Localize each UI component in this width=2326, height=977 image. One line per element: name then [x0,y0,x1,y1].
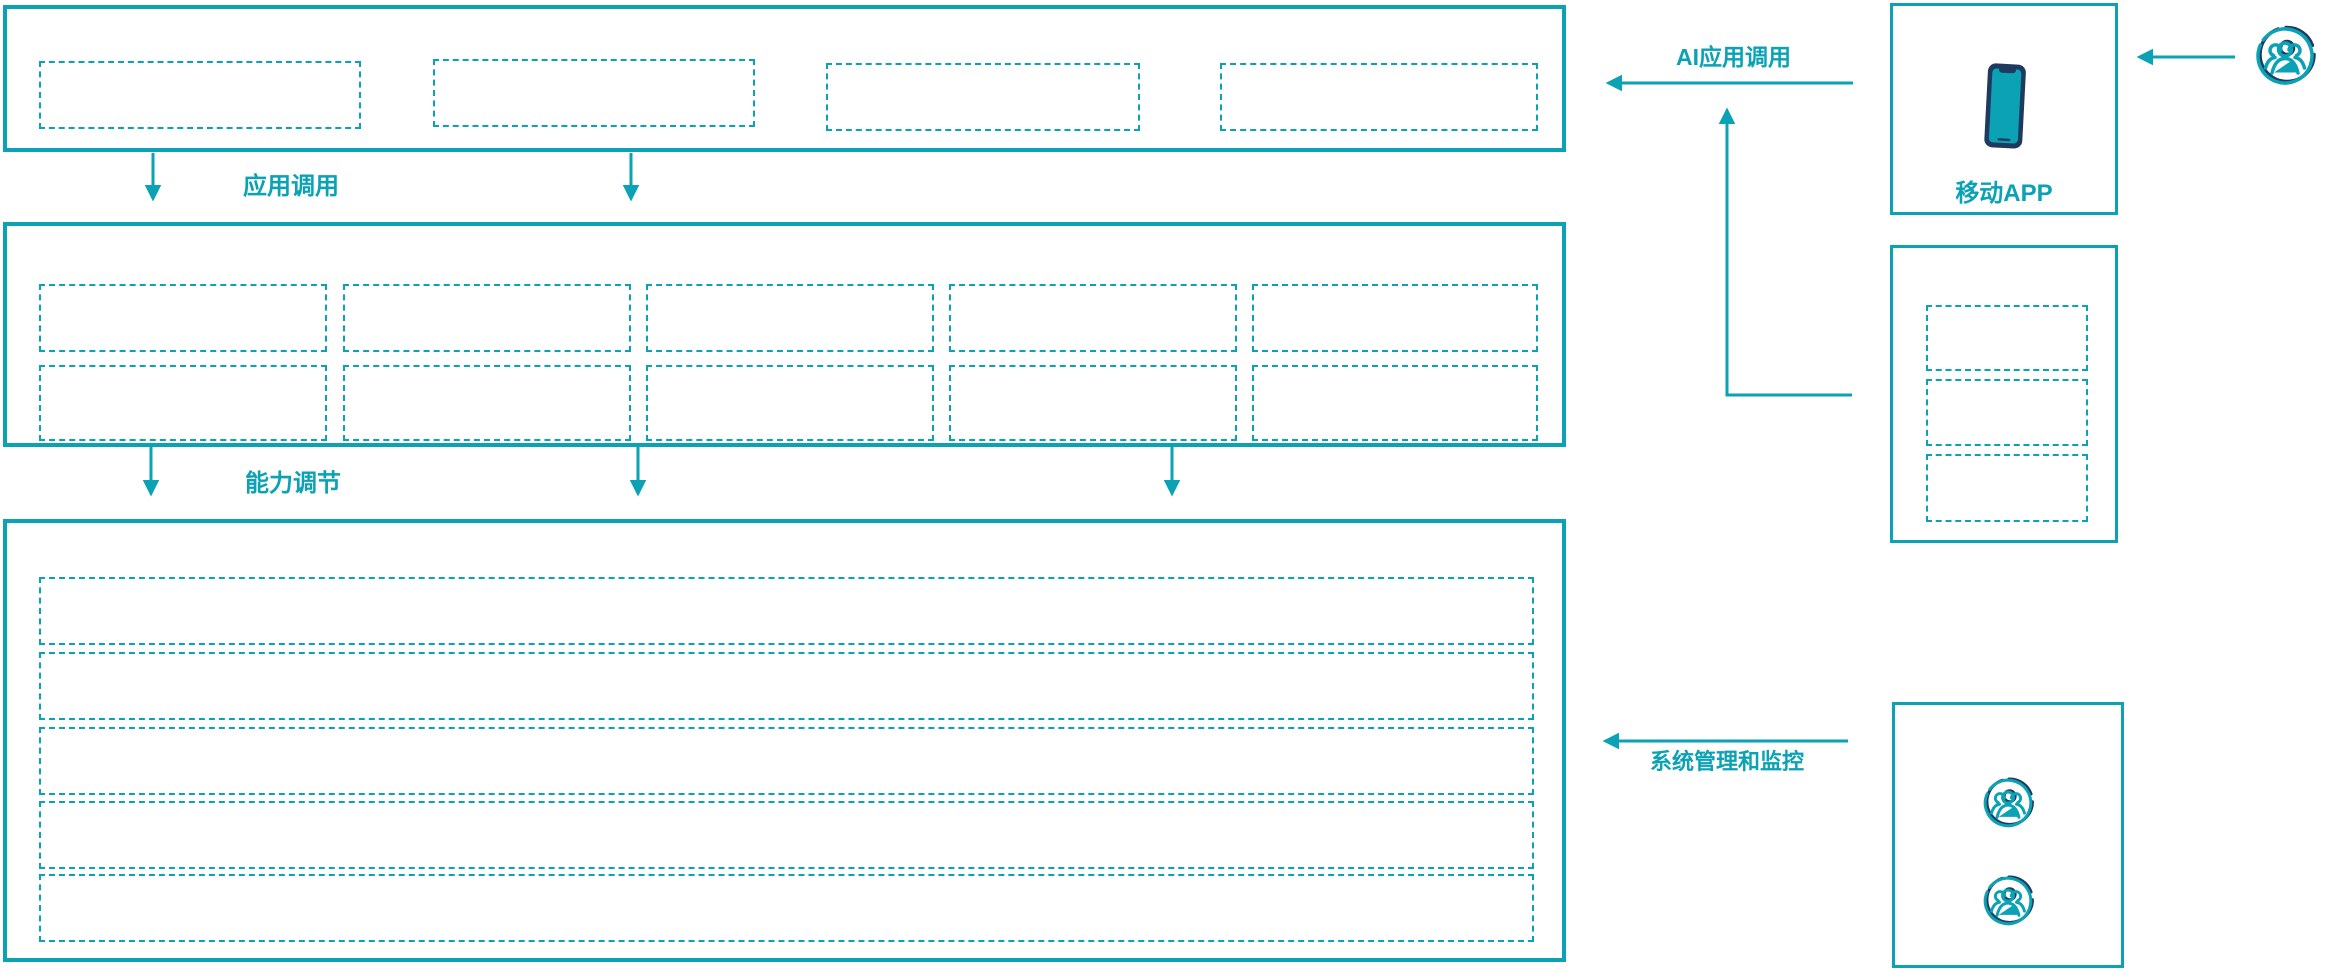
users-group-icon-wedge [2274,60,2298,73]
label-app-call: 应用调用 [243,173,339,200]
platform-row-1 [39,577,1534,645]
users-group-icon [1983,777,2034,828]
capability-slot-r2c1 [39,365,327,441]
monitor-users-panel [1892,702,2124,968]
app-slot-3 [826,63,1140,131]
users-group-icon-wedge [1998,904,2019,915]
label-capability-adjust: 能力调节 [245,470,341,497]
smartphone-icon [1984,63,2026,149]
middle-capability-band [3,222,1566,447]
capability-slot-r1c1 [39,284,327,352]
capability-slot-r2c3 [646,365,934,441]
top-application-band [3,5,1566,152]
users-group-icon-wedge [1998,806,2019,817]
mobile-app-label: 移动APP [1955,180,2053,207]
label-ai-app-call: AI应用调用 [1676,44,1791,70]
bottom-platform-band [3,519,1566,962]
platform-row-3 [39,727,1534,795]
right-middle-panel [1890,245,2118,543]
app-slot-2 [433,59,755,127]
right-slot-2 [1926,379,2088,446]
platform-row-2 [39,652,1534,720]
capability-slot-r2c2 [343,365,631,441]
app-slot-1 [39,61,361,129]
capability-slot-r2c4 [949,365,1237,441]
capability-slot-r1c4 [949,284,1237,352]
arrow-elbow-up [1718,107,1852,397]
right-slot-3 [1926,454,2088,522]
platform-row-5 [39,874,1534,942]
app-slot-4 [1220,63,1538,131]
label-system-monitor: 系统管理和监控 [1650,749,1805,774]
capability-slot-r1c2 [343,284,631,352]
mobile-app-panel: 移动APP [1890,3,2118,215]
users-group-icon [2256,25,2316,85]
capability-slot-r2c5 [1252,365,1538,441]
users-group-icon [1983,875,2034,926]
capability-slot-r1c3 [646,284,934,352]
platform-row-4 [39,801,1534,869]
right-slot-1 [1926,305,2088,371]
capability-slot-r1c5 [1252,284,1538,352]
